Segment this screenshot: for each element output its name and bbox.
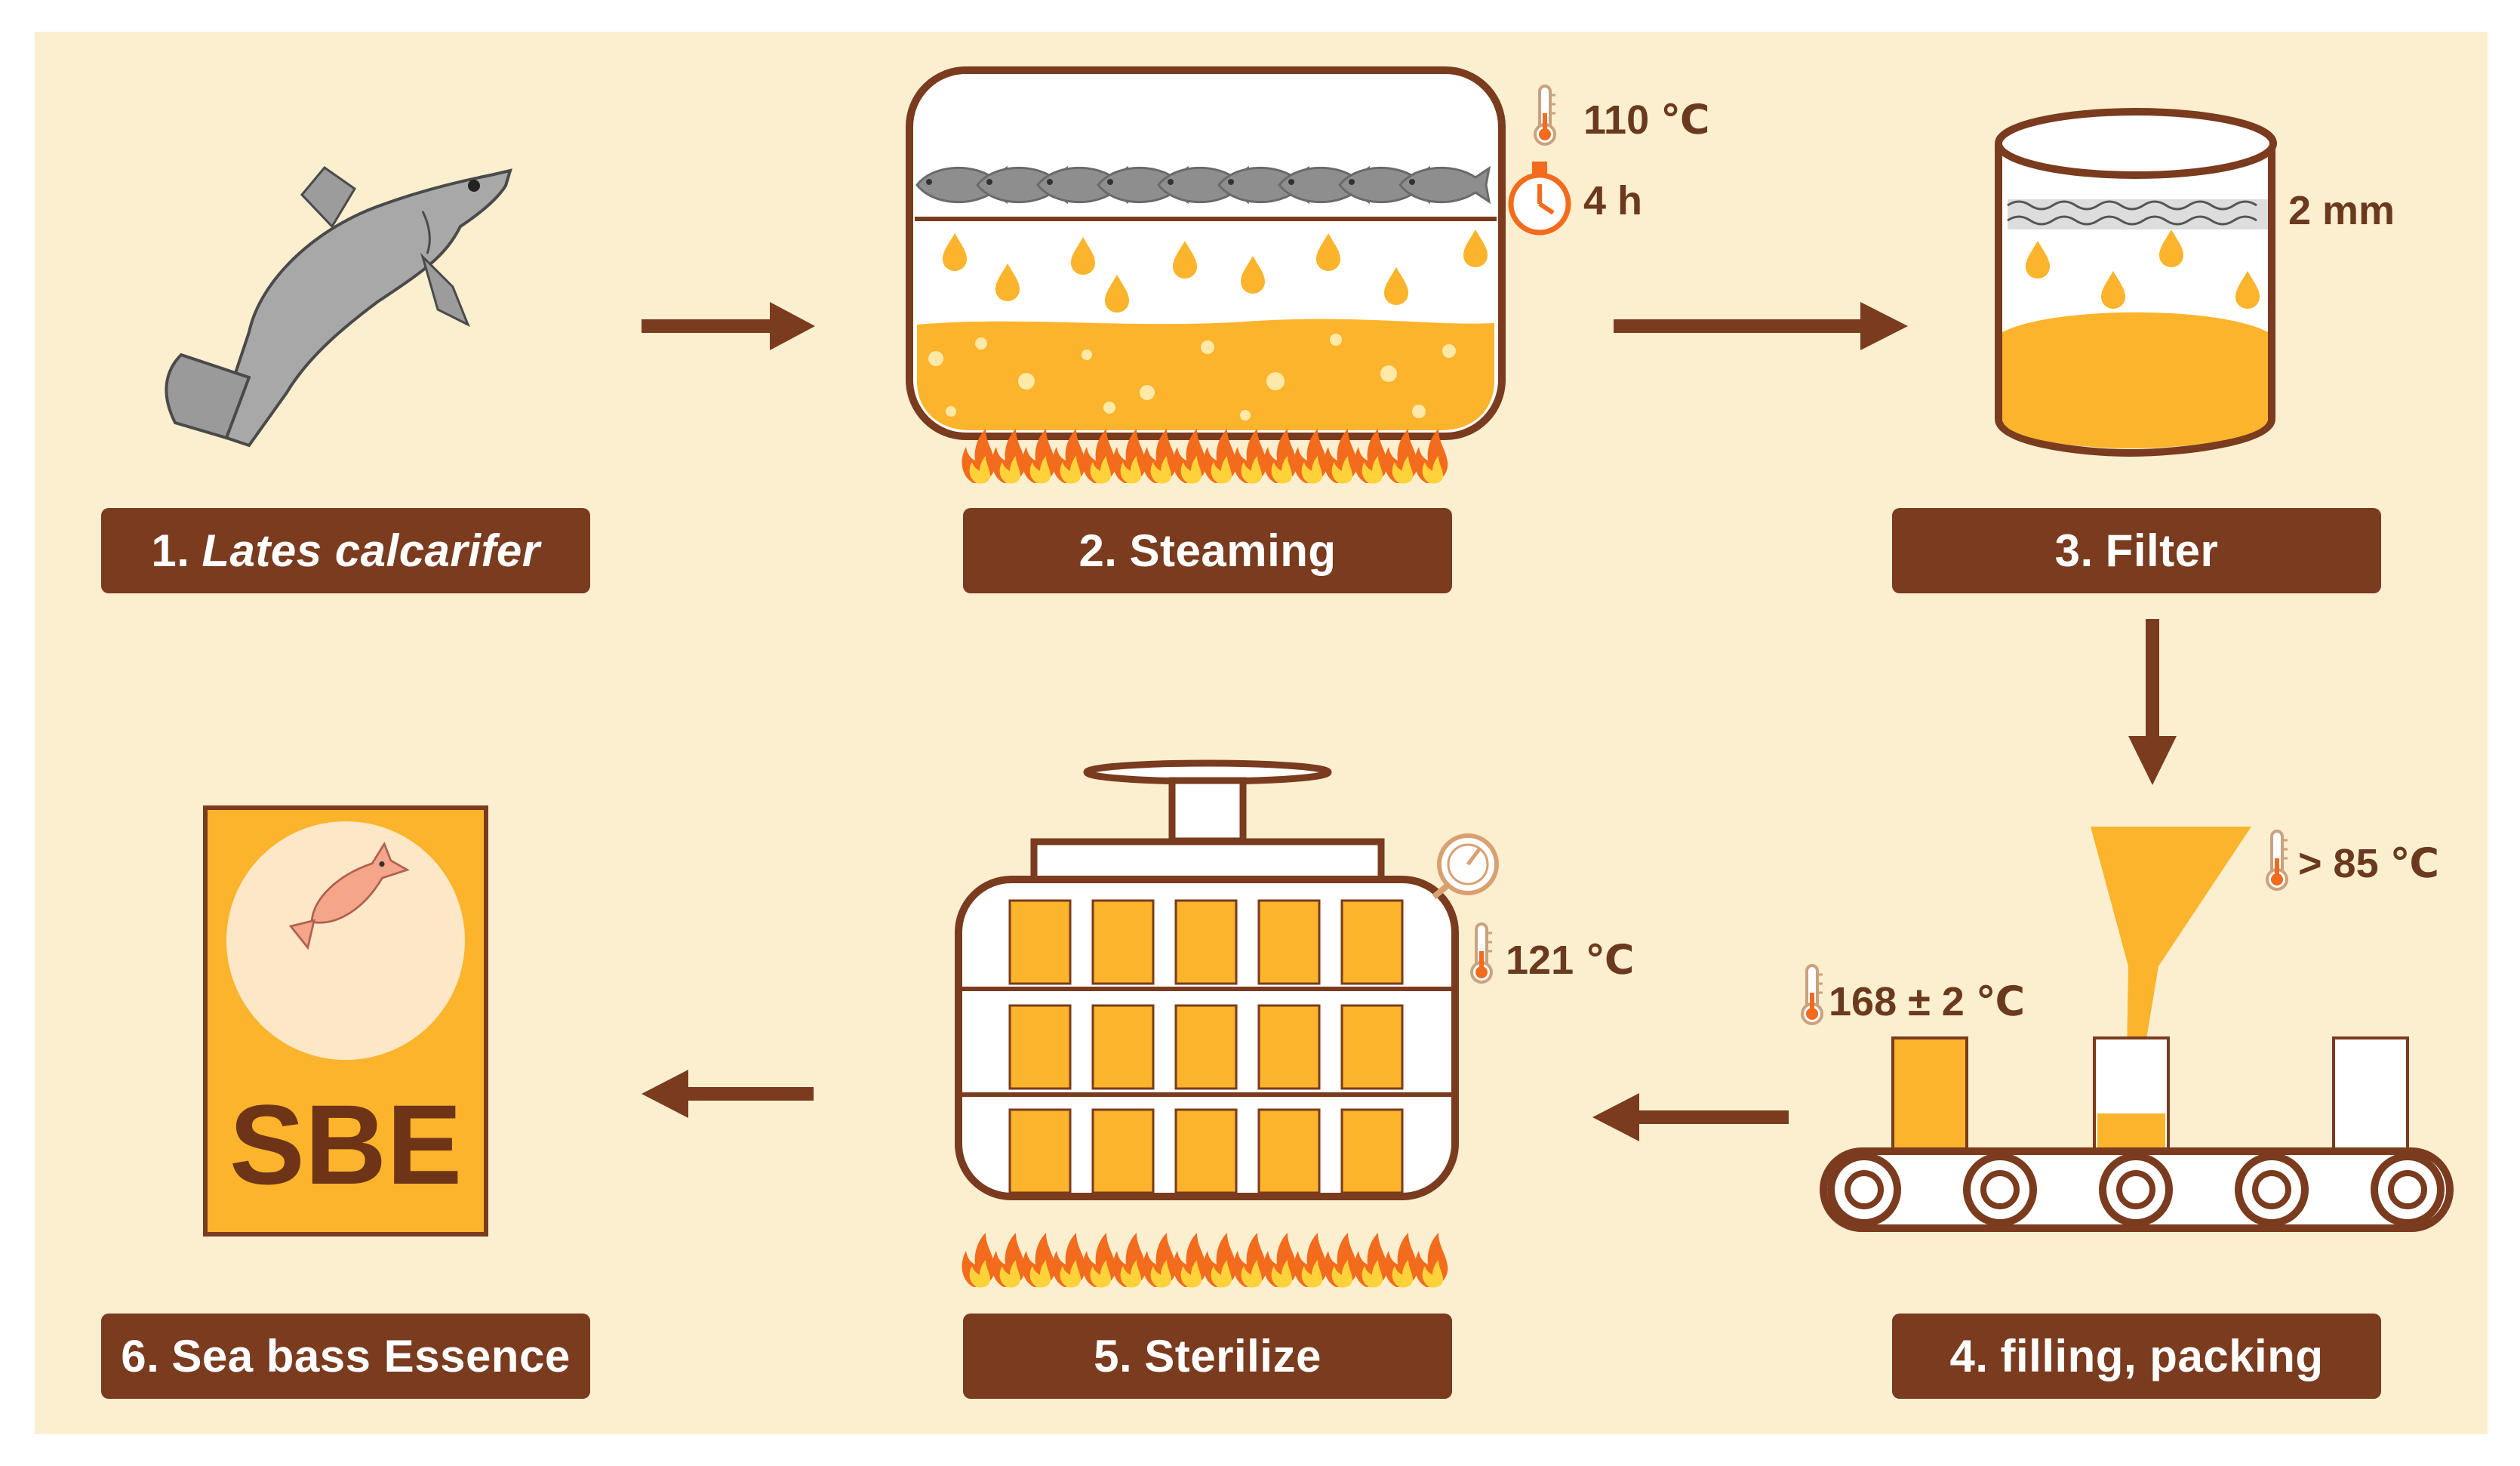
filter-mesh-label: 2 mm — [2288, 188, 2395, 233]
thermometer-icon — [1534, 85, 1557, 146]
conveyor-icon — [1820, 1147, 2454, 1232]
fill-thermometer-icon — [2266, 830, 2289, 891]
seal-thermometer-icon — [1801, 964, 1824, 1025]
fish-logo-icon — [288, 841, 410, 950]
seal-temp-label: 168 ± 2 ℃ — [1829, 979, 2026, 1024]
packages — [1891, 1036, 2409, 1150]
pressure-gauge-icon — [1432, 833, 1499, 900]
arrow-icon — [642, 302, 815, 350]
filter-cylinder — [1995, 108, 2277, 457]
arrow-icon — [2128, 619, 2177, 785]
product-logo-text: SBE — [229, 1081, 463, 1208]
step-1-label: 1.Lates calcarifer — [101, 508, 590, 593]
step-3-label: 3.Filter — [1892, 508, 2381, 593]
fish-icon — [165, 165, 512, 448]
arrow-icon — [642, 1070, 814, 1118]
steaming-vessel — [906, 66, 1506, 440]
sterilizer-retort — [955, 759, 1459, 1200]
arrow-icon — [1614, 302, 1908, 350]
sterilize-thermometer-icon — [1470, 922, 1494, 984]
sterilize-flames — [962, 1233, 1448, 1288]
stopwatch-icon — [1508, 162, 1571, 236]
sterilize-temp-label: 121 ℃ — [1506, 938, 1635, 983]
steam-temp-label: 110 ℃ — [1583, 97, 1710, 143]
funnel-icon — [2091, 827, 2251, 1098]
step-4-label: 4.filling, packing — [1892, 1314, 2381, 1399]
product-package — [203, 805, 488, 1237]
steam-time-label: 4 h — [1583, 178, 1643, 223]
step-2-label: 2.Steaming — [963, 508, 1452, 593]
fill-temp-label: > 85 ℃ — [2298, 841, 2439, 886]
step-6-label: 6.Sea bass Essence — [101, 1314, 590, 1399]
arrow-icon — [1592, 1093, 1789, 1141]
step-5-label: 5.Sterilize — [963, 1314, 1452, 1399]
